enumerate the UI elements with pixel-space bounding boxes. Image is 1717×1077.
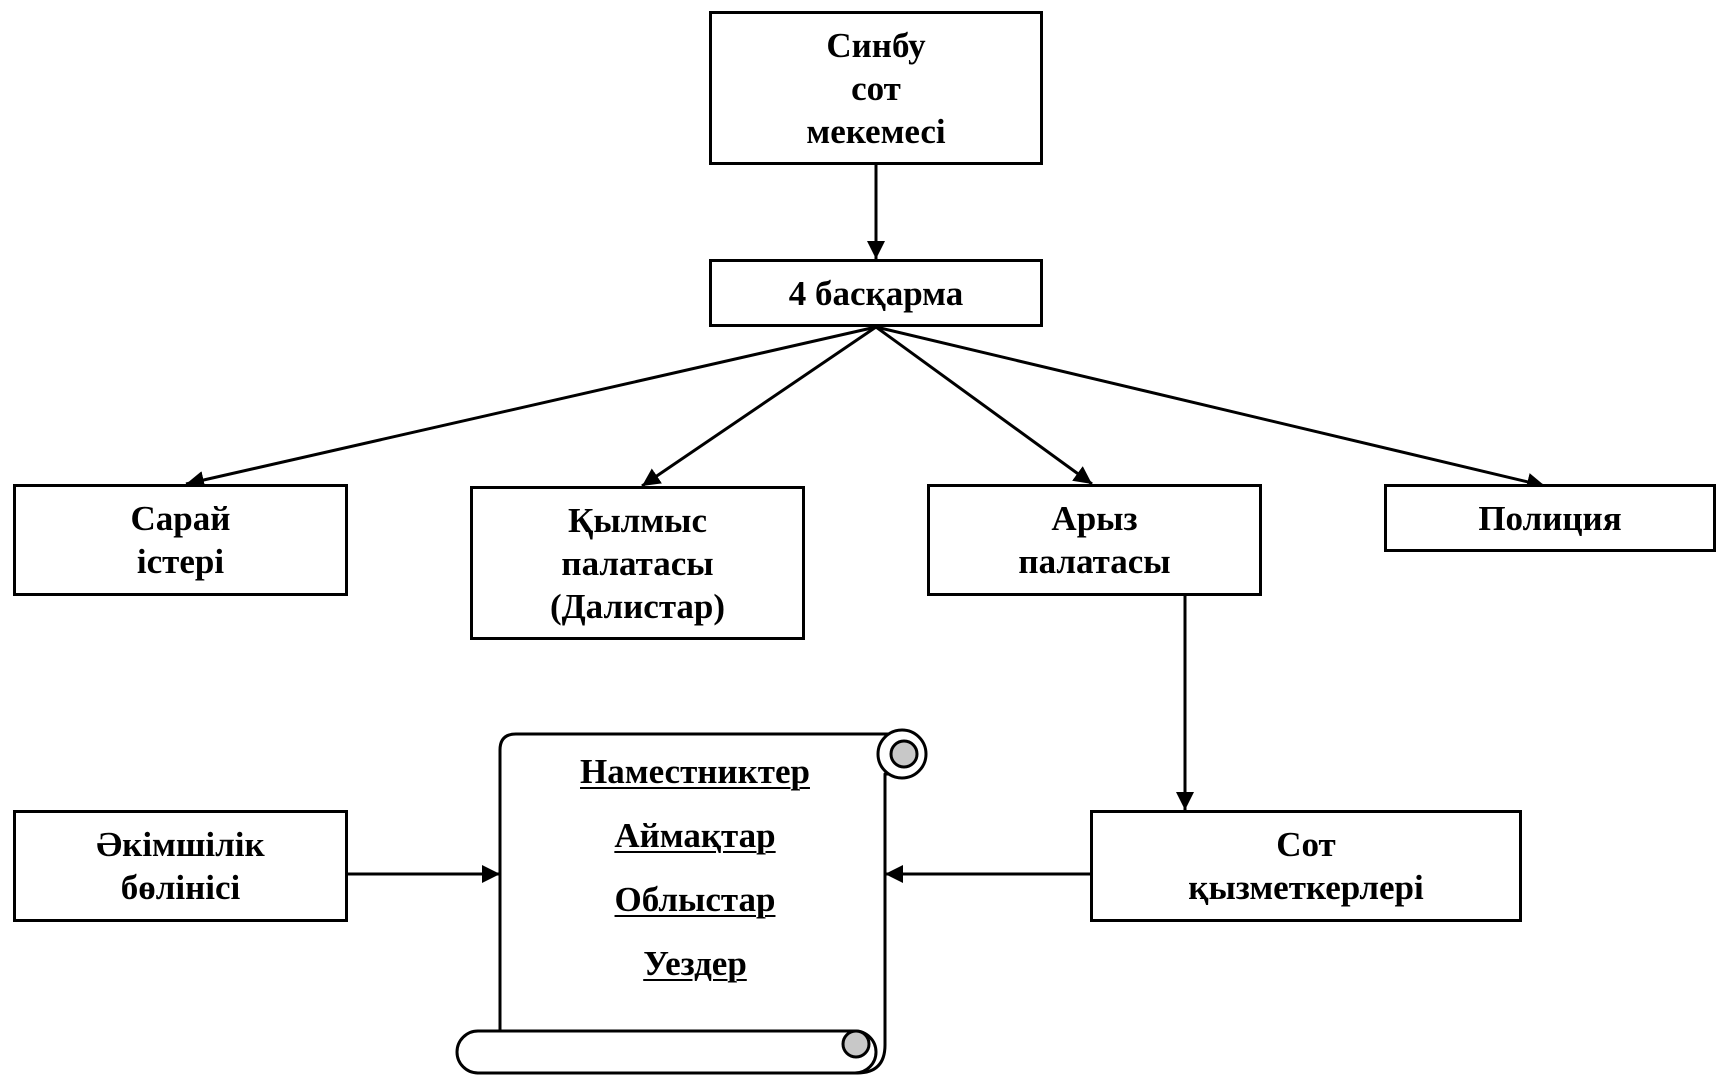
baskarma-label: 4 басқарма (788, 273, 964, 313)
saray-line-2: істері (136, 542, 225, 581)
kylmys-line-3: (Далистар) (549, 586, 726, 626)
kylmys-line-2: палатасы (561, 543, 714, 583)
sinbu-court-line-2: сот (851, 68, 901, 108)
kylmys-line-1: Қылмыс (567, 500, 708, 540)
kylmys-box: Қылмыс палатасы (Далистар) (470, 486, 805, 640)
aryz-line-2: палатасы (1018, 542, 1171, 581)
scroll-shape (455, 728, 928, 1075)
sinbu-court-line-3: мекемесі (806, 111, 946, 151)
sot-kyzmetkerleri-box: Сот қызметкерлері (1090, 810, 1522, 922)
arrow-baskarma-to-aryz (875, 325, 1093, 486)
akimshilik-line-2: бөлінісі (120, 868, 241, 907)
akimshilik-line-1: Әкімшілік (96, 825, 265, 864)
scroll-item-list: Наместниктер Аймақтар Облыстар Уездер (500, 750, 890, 1006)
sinbu-court-box: Синбу сот мекемесі (709, 11, 1043, 165)
aryz-line-1: Арыз (1051, 499, 1138, 538)
aryz-box: Арыз палатасы (927, 484, 1262, 596)
policia-label: Полиция (1478, 498, 1622, 538)
arrow-baskarma-to-policia (875, 325, 1546, 491)
sinbu-court-line-1: Синбу (826, 25, 926, 65)
akimshilik-box: Әкімшілік бөлінісі (13, 810, 348, 922)
saray-box: Сарай істері (13, 484, 348, 596)
saray-line-1: Сарай (130, 499, 231, 538)
arrow-baskarma-to-saray (185, 325, 877, 489)
scroll-item-aimaktar: Аймақтар (614, 816, 776, 855)
scroll-item-namestnikter: Наместниктер (580, 752, 810, 791)
policia-box: Полиция (1384, 484, 1716, 552)
arrow-baskarma-to-kylmys (641, 325, 877, 488)
baskarma-box: 4 басқарма (709, 259, 1043, 327)
sot-kyzmetkerleri-line-2: қызметкерлері (1188, 868, 1424, 907)
scroll-item-uezder: Уездер (643, 944, 747, 983)
sot-kyzmetkerleri-line-1: Сот (1276, 825, 1336, 864)
scroll-item-oblystar: Облыстар (614, 880, 776, 919)
